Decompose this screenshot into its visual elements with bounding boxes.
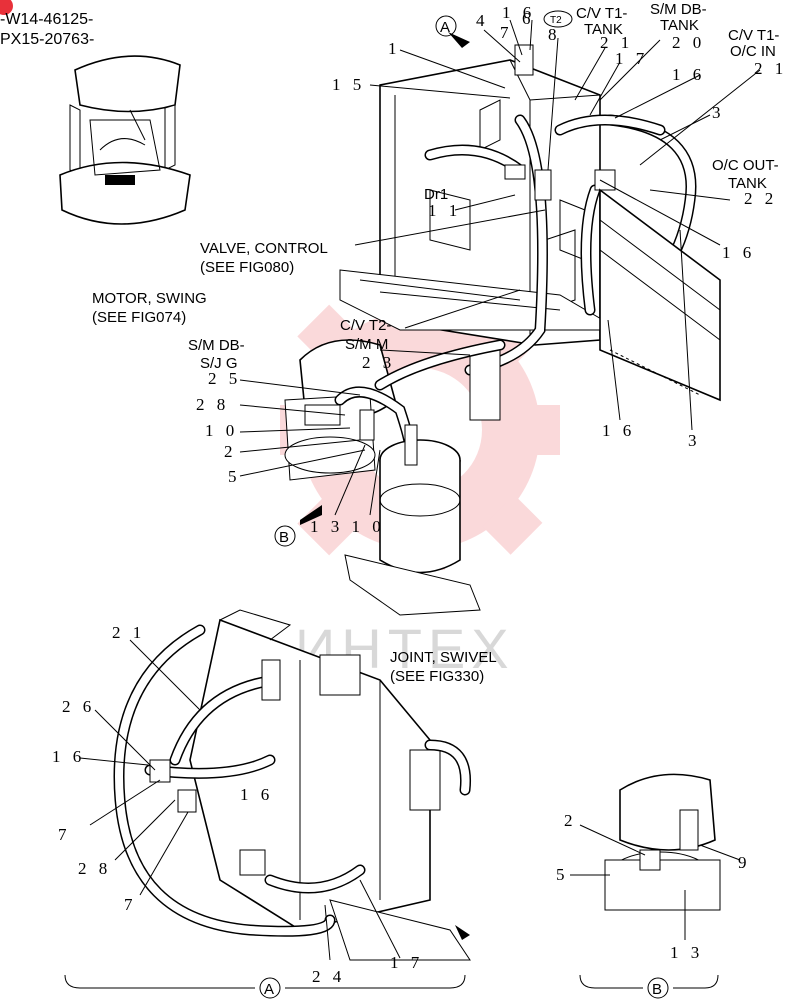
cv-t1-oc-label-2: O/C IN	[730, 43, 776, 60]
ref-8: 8	[548, 25, 561, 44]
view-b-brace: B	[579, 974, 719, 999]
ref-7-view-a-upper: 7	[58, 825, 71, 844]
sm-db-tank-label-1: S/M DB-	[650, 1, 707, 18]
ref-21-view-a: 2 1	[112, 623, 145, 642]
corner-badge-icon	[0, 0, 13, 15]
ref-5-upper: 5	[228, 467, 241, 486]
ref-26: 2 6	[62, 697, 95, 716]
view-b-arrow-icon	[300, 505, 322, 525]
view-a-arrow-icon	[448, 32, 470, 48]
ref-5-view-b: 5	[556, 865, 569, 884]
ref-28-view-a: 2 8	[78, 859, 111, 878]
ref-28-upper: 2 8	[196, 395, 229, 414]
component-labels: C/V T1- TANK S/M DB- TANK C/V T1- O/C IN…	[92, 1, 779, 685]
direction-arrow-icon	[455, 925, 470, 940]
oc-out-label-2: TANK	[728, 175, 767, 192]
sm-db-sjg-label-2: S/J G	[200, 355, 238, 372]
view-a-brace-letter: A	[264, 981, 274, 998]
dr1-label: Dr1	[424, 186, 448, 203]
ref-11: 1 1	[428, 201, 461, 220]
ref-10-upper: 1 0	[205, 421, 238, 440]
view-b-marker-letter: B	[279, 529, 289, 546]
valve-control-label-2: (SEE FIG080)	[200, 259, 294, 276]
ref-16-top: 1 6	[502, 3, 535, 22]
ref-13-10: 1 3 1 0	[310, 517, 385, 536]
valve-control-label-1: VALVE, CONTROL	[200, 240, 328, 257]
cv-t1-tank-label-1: C/V T1-	[576, 5, 627, 22]
ref-2-upper: 2	[224, 442, 237, 461]
swivel-joint	[344, 424, 481, 616]
header-line-1: -W14-46125-	[0, 11, 93, 28]
ref-3-lower: 3	[688, 431, 701, 450]
ref-17-top: 1 7	[615, 49, 648, 68]
view-b-marker	[274, 525, 296, 547]
cv-t1-oc-label-1: C/V T1-	[728, 27, 779, 44]
ref-6: 6	[522, 9, 535, 28]
view-a-marker-letter: A	[440, 19, 450, 36]
ref-15: 1 5	[332, 75, 365, 94]
ref-16-cooler: 1 6	[722, 243, 755, 262]
oc-out-label-1: O/C OUT-	[712, 157, 779, 174]
view-a-assembly	[113, 609, 472, 961]
view-b-brace-letter: B	[652, 981, 662, 998]
reference-numbers: 4 7 1 6 6 8 1 1 5 2 1 1 7 2 0 1 6 2 1 3 …	[52, 3, 787, 986]
joint-swivel-label-2: (SEE FIG330)	[390, 668, 484, 685]
ref-20: 2 0	[672, 33, 705, 52]
sm-db-tank-label-2: TANK	[660, 17, 699, 34]
t2-tag	[543, 10, 573, 28]
excavator-thumbnail	[59, 55, 191, 225]
ref-4: 4	[476, 11, 489, 30]
ref-22: 2 2	[744, 189, 777, 208]
joint-swivel-label-1: JOINT, SWIVEL	[390, 649, 497, 666]
ref-3-top: 3	[712, 103, 725, 122]
ref-16-view-a-left: 1 6	[52, 747, 85, 766]
ref-21-right: 2 1	[754, 59, 787, 78]
motor-swing-label-2: (SEE FIG074)	[92, 309, 186, 326]
ref-23: 2 3	[362, 353, 395, 372]
leader-lines	[79, 19, 761, 961]
ref-2-view-b: 2	[564, 811, 577, 830]
ref-9: 9	[738, 853, 751, 872]
ref-7: 7	[500, 23, 513, 42]
ref-16-lower: 1 6	[602, 421, 635, 440]
cv-t1-tank-label-2: TANK	[584, 21, 623, 38]
ref-24: 2 4	[312, 967, 345, 986]
ref-21-top: 2 1	[600, 33, 633, 52]
view-a-marker	[435, 15, 457, 37]
header-line-2: PX15-20763-	[0, 31, 94, 48]
t2-tag-text: T2	[550, 15, 562, 26]
ref-1: 1	[388, 39, 401, 58]
sm-db-sjg-label-1: S/M DB-	[188, 337, 245, 354]
motor-swing-label-1: MOTOR, SWING	[92, 290, 207, 307]
ref-17-view-a: 1 7	[390, 953, 423, 972]
cv-t2-label-2: S/M M	[345, 336, 388, 353]
view-a-brace: A	[64, 974, 466, 999]
ref-13-view-b: 1 3	[670, 943, 703, 962]
control-valve-assembly	[339, 44, 721, 421]
ref-7-view-a-lower: 7	[124, 895, 137, 914]
ref-25: 2 5	[208, 369, 241, 388]
view-b-assembly	[604, 773, 721, 911]
ref-16-view-a-center: 1 6	[240, 785, 273, 804]
ref-16-right: 1 6	[672, 65, 705, 84]
cv-t2-label-1: C/V T2-	[340, 317, 391, 334]
